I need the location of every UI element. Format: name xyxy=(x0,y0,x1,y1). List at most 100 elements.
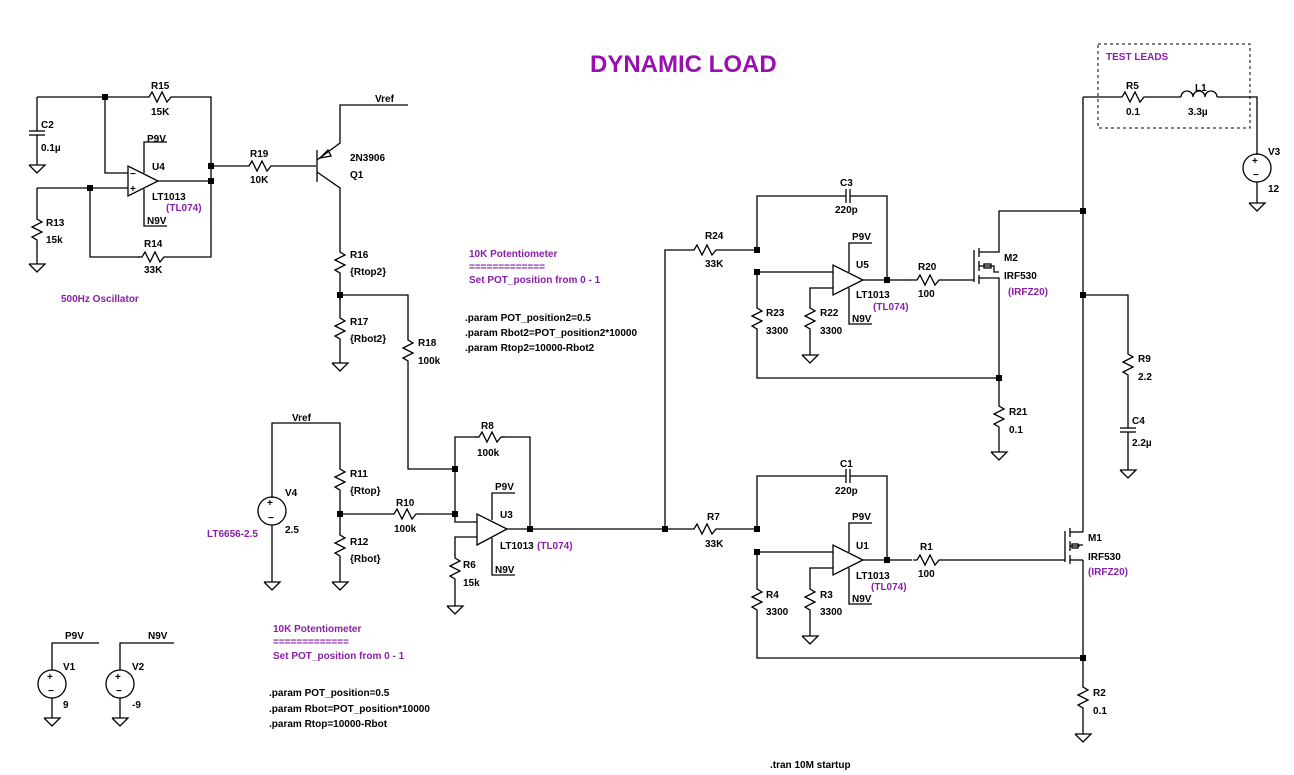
r6-value: 15k xyxy=(463,578,480,589)
c4-value: 2.2µ xyxy=(1132,438,1152,449)
r7-value: 33K xyxy=(705,539,724,550)
pot2-param: .param POT_position2=0.5 xyxy=(465,313,591,324)
u1-pos-rail: P9V xyxy=(852,512,871,523)
u1-model: LT1013 xyxy=(856,571,890,582)
q1-emitter-net: Vref xyxy=(375,94,395,105)
r3-label: R3 xyxy=(820,590,833,601)
pot2-title: 10K Potentiometer xyxy=(469,249,557,260)
load-block: TEST LEADS R5 0.1 L1 3.3µ + − V3 12 R9 2… xyxy=(1080,43,1281,532)
pot1-title: 10K Potentiometer xyxy=(273,624,361,635)
svg-text:−: − xyxy=(48,686,54,697)
test-leads-label: TEST LEADS xyxy=(1106,52,1169,63)
r23-label: R23 xyxy=(766,308,785,319)
r23-value: 3300 xyxy=(766,326,789,337)
u1-neg-rail: N9V xyxy=(852,594,872,605)
r15-label: R15 xyxy=(151,81,170,92)
c3-label: C3 xyxy=(840,178,853,189)
r9-value: 2.2 xyxy=(1138,372,1152,383)
m2-label: M2 xyxy=(1004,253,1018,264)
m2-alt: (IRFZ20) xyxy=(1008,287,1048,298)
pot1-instruction: Set POT_position from 0 - 1 xyxy=(273,651,405,662)
svg-text:+: + xyxy=(267,498,273,509)
stage-top: R24 33K C3 220p P9V N9V U5 LT1013 (TL074… xyxy=(662,178,1084,532)
c3-value: 220p xyxy=(835,205,858,216)
pot2-rule: ============= xyxy=(469,262,545,273)
u5-alt: (TL074) xyxy=(873,302,909,313)
u4-alt: (TL074) xyxy=(166,203,202,214)
sim-directive: .tran 10M startup xyxy=(770,760,851,771)
r5-label: R5 xyxy=(1126,81,1139,92)
r17-value: {Rbot2} xyxy=(350,334,386,345)
r4-label: R4 xyxy=(766,590,779,601)
u5-neg-rail: N9V xyxy=(852,314,872,325)
r18-value: 100k xyxy=(418,356,441,367)
u5-pos-rail: P9V xyxy=(852,232,871,243)
q1-label: Q1 xyxy=(350,170,364,181)
r11-value: {Rtop} xyxy=(350,486,381,497)
u3-pos-rail: P9V xyxy=(495,482,514,493)
pot1-rule: ============= xyxy=(273,637,349,648)
r22-value: 3300 xyxy=(820,326,843,337)
m1-alt: (IRFZ20) xyxy=(1088,567,1128,578)
pot1-param: .param Rtop=10000-Rbot xyxy=(269,719,388,730)
r21-value: 0.1 xyxy=(1009,425,1023,436)
r12-label: R12 xyxy=(350,537,369,548)
oscillator-block: C2 0.1µ R15 15K − + P9V N9V U4 LT1013 (T… xyxy=(28,81,455,470)
svg-text:−: − xyxy=(268,513,274,524)
r24-label: R24 xyxy=(705,231,724,242)
svg-text:+: + xyxy=(1252,156,1258,167)
svg-text:−: − xyxy=(130,169,136,180)
r15-value: 15K xyxy=(151,107,170,118)
r4-value: 3300 xyxy=(766,607,789,618)
r9-label: R9 xyxy=(1138,354,1151,365)
v1-label: V1 xyxy=(63,662,76,673)
u1-label: U1 xyxy=(856,541,869,552)
r5-value: 0.1 xyxy=(1126,107,1140,118)
c2-value: 0.1µ xyxy=(41,143,61,154)
v1-value: 9 xyxy=(63,700,69,711)
page-title: DYNAMIC LOAD xyxy=(590,51,777,78)
r18-label: R18 xyxy=(418,338,437,349)
pot2-param: .param Rbot2=POT_position2*10000 xyxy=(465,328,637,339)
r2-label: R2 xyxy=(1093,688,1106,699)
reference-block: Vref + − V4 2.5 LT6656-2.5 R11 {Rtop} R1… xyxy=(207,413,665,615)
r14-value: 33K xyxy=(144,265,163,276)
v3-label: V3 xyxy=(1268,147,1281,158)
u3-label: U3 xyxy=(500,510,513,521)
v3-value: 12 xyxy=(1268,184,1280,195)
v4-value: 2.5 xyxy=(285,525,299,536)
u5-label: U5 xyxy=(856,260,869,271)
r20-value: 100 xyxy=(918,289,935,300)
r19-value: 10K xyxy=(250,175,269,186)
u1-alt: (TL074) xyxy=(871,582,907,593)
svg-text:+: + xyxy=(115,672,121,683)
u4-neg-rail: N9V xyxy=(147,216,167,227)
r8-label: R8 xyxy=(481,421,494,432)
r2-value: 0.1 xyxy=(1093,706,1107,717)
pot1-param: .param POT_position=0.5 xyxy=(269,688,390,699)
test-leads-box xyxy=(1097,43,1251,129)
r6-label: R6 xyxy=(463,560,476,571)
l1-label: L1 xyxy=(1195,83,1207,94)
svg-text:−: − xyxy=(116,686,122,697)
c4-label: C4 xyxy=(1132,416,1145,427)
r7-label: R7 xyxy=(707,512,720,523)
r16-label: R16 xyxy=(350,250,369,261)
r10-value: 100k xyxy=(394,524,417,535)
u3-neg-rail: N9V xyxy=(495,565,515,576)
c1-value: 220p xyxy=(835,486,858,497)
m1-model: IRF530 xyxy=(1088,552,1121,563)
pot2-instruction: Set POT_position from 0 - 1 xyxy=(469,275,601,286)
supplies-block: + − P9V V1 9 + − N9V V2 -9 xyxy=(37,631,174,727)
v2-value: -9 xyxy=(132,700,141,711)
r17-label: R17 xyxy=(350,317,369,328)
r3-value: 3300 xyxy=(820,607,843,618)
pot1-note: 10K Potentiometer ============= Set POT_… xyxy=(269,624,430,730)
u3-model: LT1013 xyxy=(500,541,534,552)
m1-label: M1 xyxy=(1088,533,1102,544)
r22-label: R22 xyxy=(820,308,839,319)
pot2-note: 10K Potentiometer ============= Set POT_… xyxy=(465,249,637,354)
r13-value: 15k xyxy=(46,235,63,246)
r12-value: {Rbot} xyxy=(350,554,381,565)
